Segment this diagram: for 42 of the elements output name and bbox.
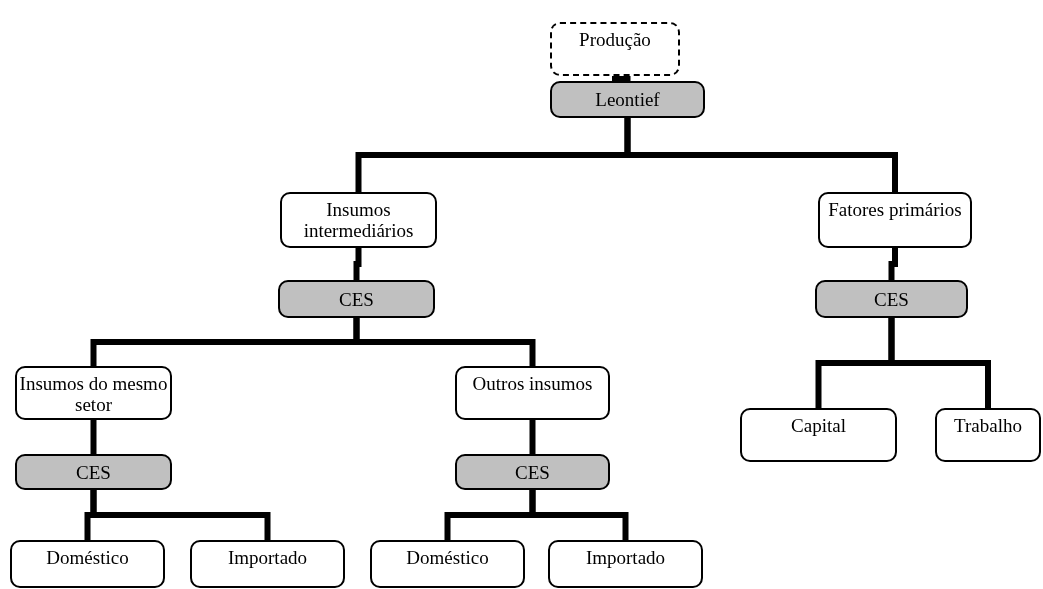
- node-label: CES: [339, 288, 374, 310]
- connector-line: [888, 248, 898, 280]
- process-box: [455, 366, 610, 420]
- node-label: Fatores primários: [828, 199, 962, 220]
- connector-line: [888, 318, 991, 408]
- node-label: Produção: [579, 29, 651, 50]
- node-label: Leontief: [595, 89, 660, 110]
- process-box: [280, 192, 437, 248]
- node-label: Importado: [227, 547, 308, 568]
- node-label: Trabalho: [954, 415, 1022, 436]
- connector-line: [90, 490, 271, 540]
- process-box: [550, 22, 680, 76]
- node-label: Insumos intermediários: [302, 199, 415, 241]
- function-box: [15, 454, 172, 490]
- process-box: [190, 540, 345, 588]
- connector-line: [529, 420, 536, 454]
- process-box: [935, 408, 1041, 462]
- function-box: [815, 280, 968, 318]
- node-label: Insumos do mesmo setor: [18, 373, 169, 415]
- node-label: Doméstico: [46, 547, 129, 568]
- connector-line: [90, 420, 97, 454]
- process-box: [10, 540, 165, 588]
- node-label: CES: [874, 288, 909, 310]
- node-label: Outros insumos: [472, 373, 593, 394]
- function-box: [455, 454, 610, 490]
- node-label: Importado: [585, 547, 666, 568]
- connector-line: [353, 248, 362, 280]
- node-label: Capital: [791, 415, 846, 436]
- connector-line: [612, 75, 631, 82]
- node-label: CES: [515, 461, 550, 483]
- process-box: [15, 366, 172, 420]
- connector-line: [529, 490, 629, 540]
- function-box: [550, 81, 705, 118]
- connector-line: [624, 118, 898, 192]
- process-box: [548, 540, 703, 588]
- process-box: [818, 192, 972, 248]
- process-box: [370, 540, 525, 588]
- connector-line: [353, 318, 536, 366]
- node-label: CES: [76, 461, 111, 483]
- process-box: [740, 408, 897, 462]
- function-box: [278, 280, 435, 318]
- node-label: Doméstico: [406, 547, 489, 568]
